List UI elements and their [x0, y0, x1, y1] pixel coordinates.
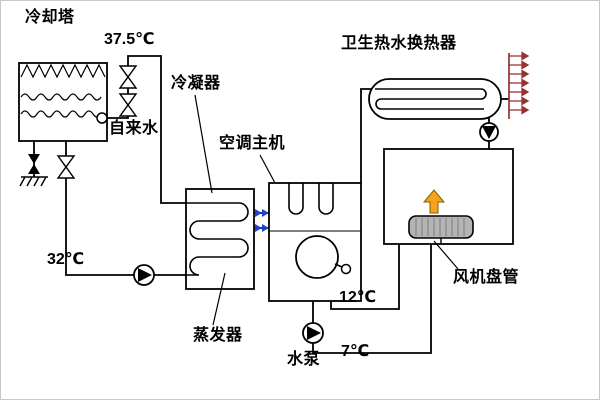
fan-coil-room-boundary [383, 148, 514, 245]
fan-coil-unit [408, 215, 474, 239]
valve-icon-tap-water [118, 93, 138, 117]
heat-recovery-u-tube-1 [288, 183, 304, 215]
cooling-tower [18, 62, 108, 187]
leader-lines [194, 94, 459, 326]
label-fan-coil: 风机盘管 [453, 269, 520, 286]
fan-coil-fins [415, 218, 465, 236]
air-flow-up-arrow-icon [422, 189, 446, 214]
compressor-stub [334, 263, 343, 268]
cooling-tower-fill-zigzag [20, 63, 106, 79]
hx-coil [375, 88, 487, 110]
hot-water-pump-icon [479, 122, 499, 142]
pipe-hot-water-supply [360, 88, 375, 183]
label-temp-7: 7℃ [341, 343, 370, 360]
pipe-chilled-return [330, 244, 400, 310]
valve-icon-return-upper [118, 65, 138, 89]
valves [56, 65, 138, 179]
leader-condenser [194, 94, 213, 194]
water-wave-line-1 [20, 93, 102, 101]
refrigerant-flow-arrow-icons [255, 209, 269, 232]
label-evaporator: 蒸发器 [193, 327, 243, 344]
label-temp-32: 32℃ [47, 251, 85, 268]
label-cooling-tower: 冷却塔 [25, 9, 75, 26]
ground-symbol [19, 176, 48, 187]
condenser-evaporator-shell [185, 188, 255, 290]
pumps [133, 122, 499, 344]
ac-main-unit-shell [268, 182, 362, 302]
valve-icon-tower-outlet [56, 155, 76, 179]
label-condenser: 冷凝器 [171, 75, 221, 92]
label-tap-water: 自来水 [109, 120, 159, 137]
pipe-tower-return-riser [107, 55, 186, 204]
hot-water-tap-arrows [508, 51, 530, 119]
heat-exchange-coil [186, 202, 249, 276]
fan-coil-zone [383, 148, 514, 245]
makeup-water-inlet [96, 112, 108, 124]
label-temp-12: 12℃ [339, 289, 377, 306]
label-water-pump: 水泵 [287, 351, 321, 368]
cooling-water-pump-icon [133, 264, 155, 286]
heat-recovery-u-tube-2 [318, 183, 334, 215]
label-temp-37-5: 37.5℃ [104, 31, 155, 48]
compressor-icon [295, 235, 339, 279]
drain-valve-icon [28, 154, 40, 174]
label-ac-main-unit: 空调主机 [219, 135, 286, 152]
compressor-fitting [340, 263, 352, 275]
leader-fan-coil [433, 240, 459, 270]
sanitary-hot-water-exchanger [368, 78, 502, 120]
label-sanitary-hx: 卫生热水换热器 [341, 35, 457, 52]
pipe-tower-supply [65, 141, 134, 276]
ac-main-unit [268, 182, 362, 302]
leader-evaporator [212, 272, 226, 326]
condenser-evaporator-unit [185, 188, 255, 290]
chilled-water-pump-icon [302, 322, 324, 344]
pipe-chilled-supply-b [312, 244, 432, 354]
leader-ac-main-unit [259, 154, 276, 184]
water-wave-line-2 [20, 110, 102, 118]
